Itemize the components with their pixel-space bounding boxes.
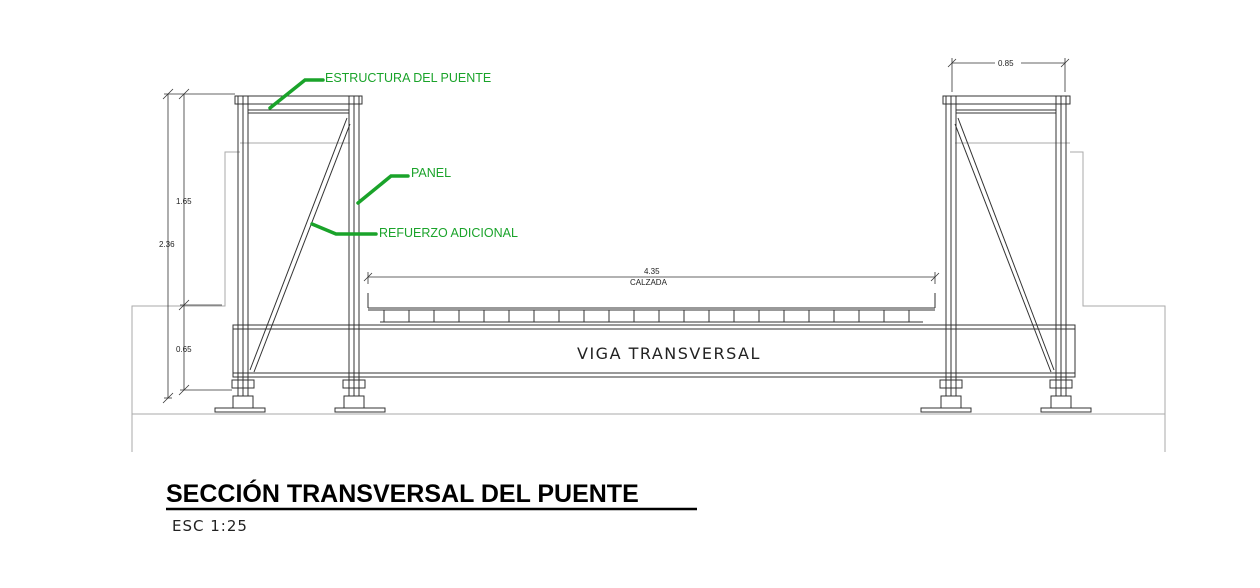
panel-callout: PANEL (411, 166, 451, 180)
viga-transversal-label: VIGA TRANSVERSAL (577, 344, 761, 363)
lower-height-dim: 0.65 (176, 345, 192, 354)
roadway-width-dimension (363, 272, 940, 284)
estructura-callout: ESTRUCTURA DEL PUENTE (325, 71, 491, 85)
drawing-scale: ESC 1:25 (172, 517, 248, 535)
callout-leaders (268, 78, 410, 236)
abutment-outline (131, 142, 1166, 452)
calzada-label: CALZADA (630, 278, 668, 287)
left-truss (214, 95, 386, 413)
vertical-dimensions (162, 88, 235, 404)
upper-height-dim: 1.65 (176, 197, 192, 206)
panel-width-dim: 0.85 (998, 59, 1014, 68)
right-truss (920, 95, 1092, 413)
roadway-width-dim: 4.35 (644, 267, 660, 276)
refuerzo-callout: REFUERZO ADICIONAL (379, 226, 518, 240)
total-height-dim: 2.36 (159, 240, 175, 249)
deck-stiffeners (380, 310, 913, 323)
panel-width-dim-bg (995, 58, 1021, 68)
drawing-title: SECCIÓN TRANSVERSAL DEL PUENTE (166, 478, 639, 508)
roadway-deck (367, 293, 936, 326)
